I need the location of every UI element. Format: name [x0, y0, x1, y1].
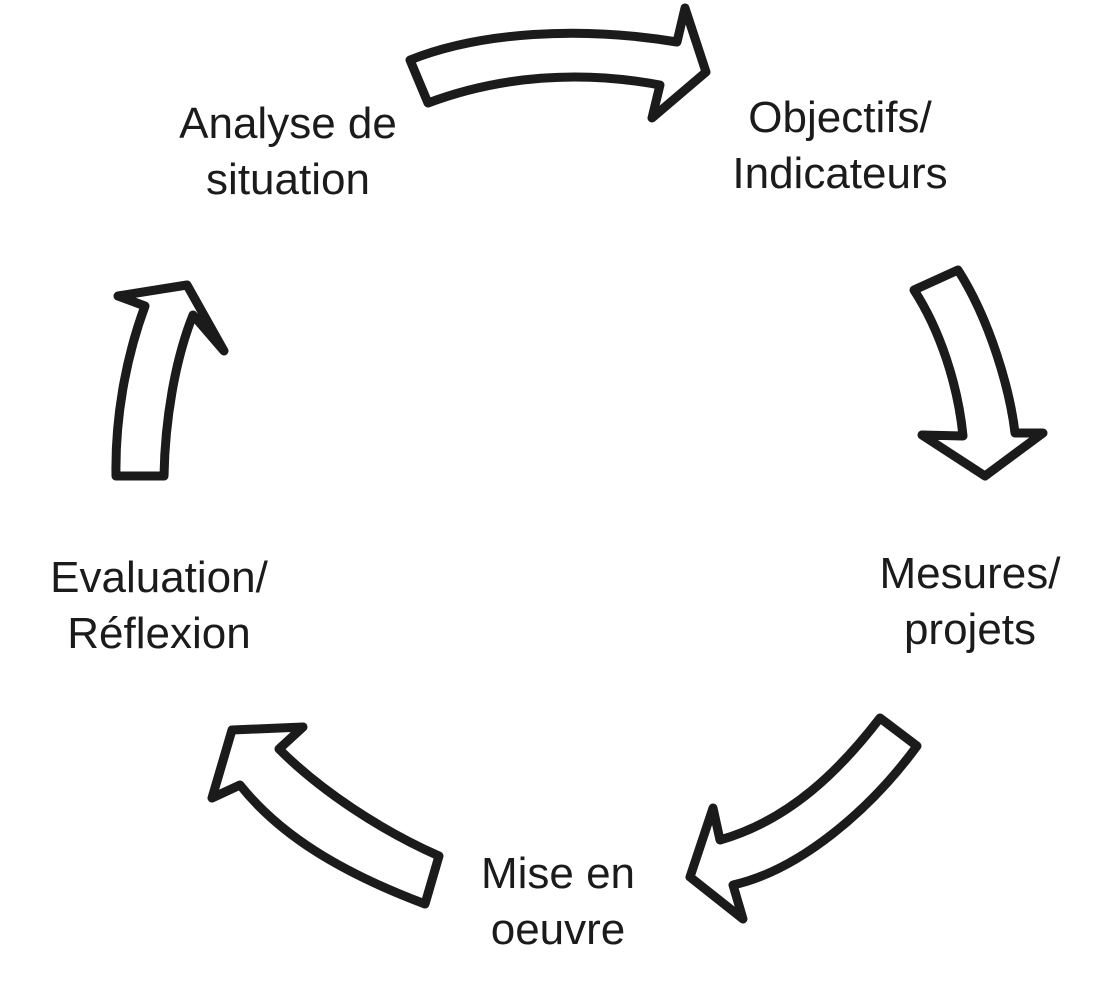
- arrow-analyse-to-objectifs: [405, 3, 711, 123]
- step-analyse-line1: Analyse de: [179, 99, 397, 148]
- step-mise-en-oeuvre-line1: Mise en: [480, 849, 636, 898]
- step-mesures-projets: Mesures/ projets: [810, 546, 1100, 658]
- step-objectifs-line2: Indicateurs: [732, 149, 948, 198]
- step-analyse-line2: situation: [206, 155, 370, 204]
- step-mise-en-oeuvre-line2: oeuvre: [490, 905, 626, 954]
- step-mesures-line2: projets: [903, 605, 1037, 654]
- arrow-objectifs-to-mesures: [909, 265, 1048, 481]
- step-evaluation-line1: Evaluation/: [50, 553, 268, 602]
- step-evaluation-reflexion: Evaluation/ Réflexion: [0, 550, 318, 662]
- step-objectifs-line1: Objectifs/: [748, 93, 932, 142]
- step-mise-en-oeuvre: Mise en oeuvre: [398, 846, 718, 958]
- step-analyse-de-situation: Analyse de situation: [128, 96, 448, 208]
- arrow-mise-en-oeuvre-to-evaluation: [207, 722, 444, 909]
- step-mesures-line1: Mesures/: [879, 549, 1061, 598]
- arrow-evaluation-to-analyse: [111, 280, 229, 481]
- step-objectifs-indicateurs: Objectifs/ Indicateurs: [680, 90, 1000, 202]
- arrow-mesures-to-mise-en-oeuvre: [685, 713, 922, 924]
- step-evaluation-line2: Réflexion: [67, 609, 251, 658]
